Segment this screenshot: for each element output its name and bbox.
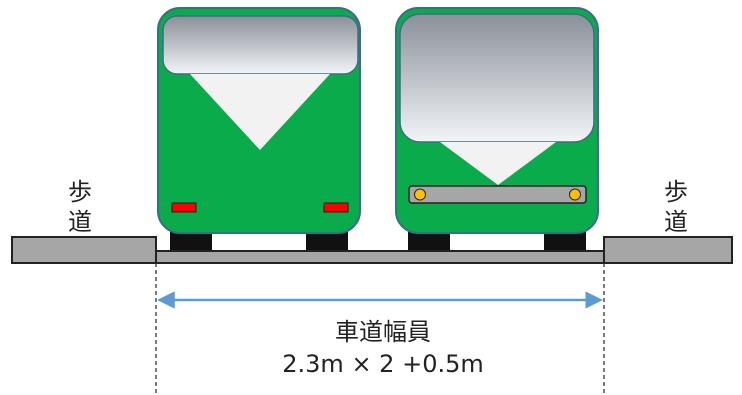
bus-right-bumper	[408, 185, 587, 204]
bus-left-taillight-left	[171, 202, 197, 213]
bus-right-windshield	[399, 13, 595, 143]
sidewalk-left-label-1: 歩	[68, 178, 92, 206]
road-width-title: 車道幅員	[335, 318, 431, 346]
bus-right	[395, 7, 599, 250]
road-width-formula: 2.3m × 2 +0.5m	[282, 350, 483, 378]
bus-left-front-panel	[190, 74, 330, 150]
carriageway	[155, 250, 605, 264]
bus-right-headlight-right	[569, 188, 581, 201]
sidewalk-right-label-2: 道	[664, 208, 688, 236]
sidewalk-right	[603, 236, 733, 264]
bus-right-headlight-left	[414, 188, 426, 201]
bus-left-windshield	[162, 15, 359, 75]
bus-left-taillight-right	[323, 202, 349, 213]
sidewalk-right-label-1: 歩	[664, 178, 688, 206]
bus-left	[157, 7, 361, 250]
sidewalk-left	[11, 236, 157, 264]
bus-right-front-panel	[440, 142, 556, 185]
sidewalk-left-label-2: 道	[68, 208, 92, 236]
